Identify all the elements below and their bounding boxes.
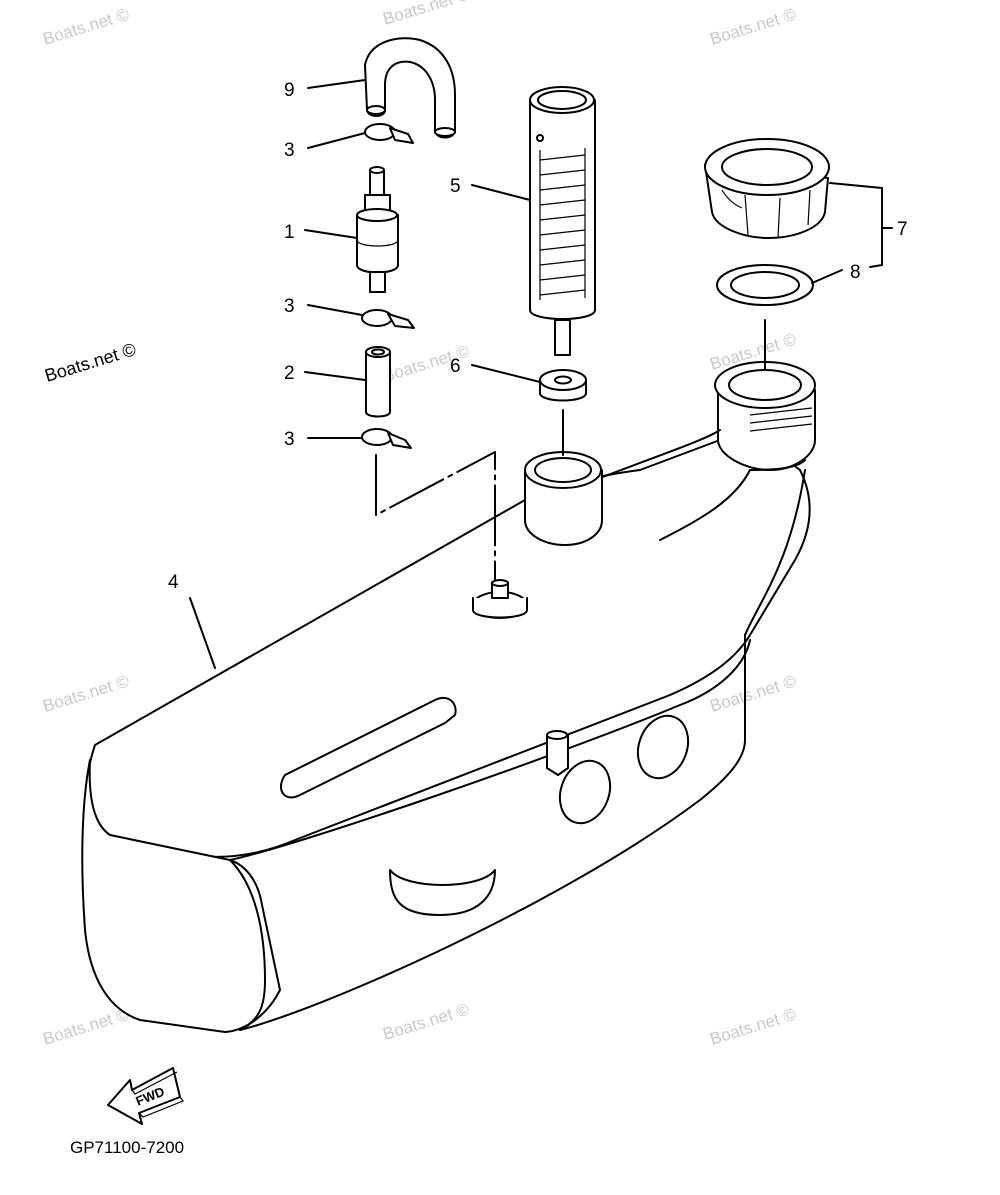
watermark: Boats.net © [41,4,132,48]
watermark: Boats.net © [708,671,799,715]
gasket-part-8 [716,264,814,306]
leader-lines [189,79,893,669]
hose-clamp-middle [361,309,415,329]
callout-2: 2 [284,363,295,384]
callout-6: 6 [450,356,461,377]
connection-line [375,451,496,581]
drawing-code: GP71100-7200 [70,1138,184,1157]
callout-5: 5 [450,176,461,197]
hose-clamp-top [364,123,414,144]
callout-3: 3 [284,296,295,317]
pipe-part-2 [365,346,391,418]
hose-clamp-bottom [361,428,412,449]
fwd-arrow: FWD [107,1067,184,1125]
watermark: Boats.net © [42,339,138,386]
inline-filter-part-1 [356,166,399,293]
callout-3: 3 [284,429,295,450]
oil-tank [81,361,816,1033]
watermark: Boats.net © [381,999,472,1043]
callout-1: 1 [284,222,295,243]
grommet-part-6 [539,369,587,402]
callout-3: 3 [284,140,295,161]
watermark: Boats.net © [708,4,799,48]
watermark: Boats.net © [41,671,132,715]
callout-9: 9 [284,80,295,101]
callout-8: 8 [850,262,861,283]
callout-7: 7 [897,219,908,240]
filler-cap-part-7 [704,138,830,239]
callout-4: 4 [168,572,179,593]
watermark: Boats.net © [41,1004,132,1048]
hose-part-9 [364,37,456,139]
watermark: Boats.net © [708,1004,799,1048]
watermark: Boats.net © [381,0,472,29]
strainer-part-5 [529,86,596,356]
callouts: 9 3 1 3 2 3 5 6 7 8 4 [168,80,908,593]
